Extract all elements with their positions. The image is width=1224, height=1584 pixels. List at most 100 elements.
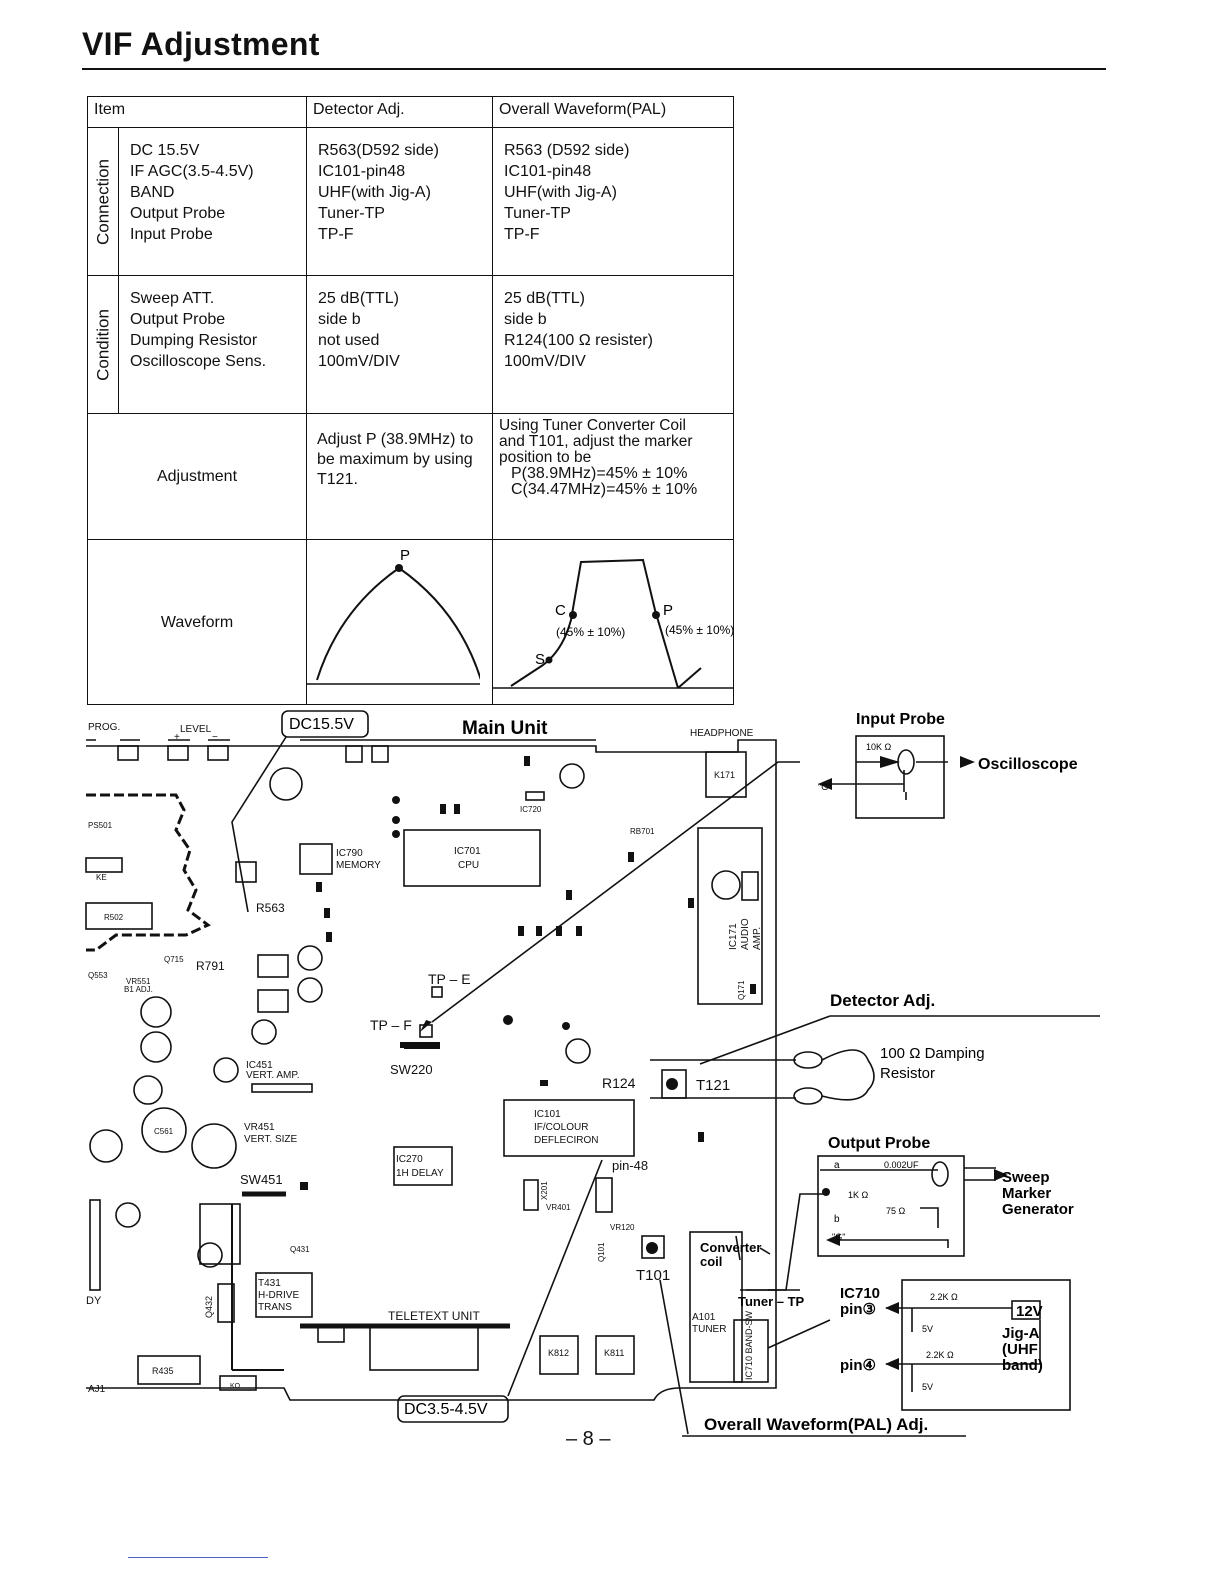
- ic451-label: IC451: [246, 1060, 273, 1071]
- ic171-amp: AMP.: [752, 927, 763, 950]
- header-item: Item: [87, 96, 307, 128]
- jig-a-label: Jig-A: [1002, 1325, 1040, 1342]
- jig-z2: 5V: [922, 1382, 933, 1392]
- pin48-label: pin-48: [612, 1158, 648, 1173]
- overall-c-marker: [569, 611, 577, 619]
- level-plus: +: [174, 732, 180, 743]
- q431-label: Q431: [290, 1245, 310, 1254]
- header-detector: Detector Adj.: [306, 96, 493, 128]
- q101-label: Q101: [597, 1242, 606, 1262]
- jig-pin4: pin④: [840, 1357, 876, 1374]
- converter-label: Converter: [700, 1240, 761, 1255]
- ic270-label: IC270: [396, 1154, 423, 1165]
- damping-label: 100 Ω Damping: [880, 1045, 985, 1062]
- damping-resistor: Resistor: [880, 1065, 935, 1082]
- header-overall: Overall Waveform(PAL): [492, 96, 734, 128]
- page-number: – 8 –: [566, 1428, 611, 1450]
- jig-uhf: (UHF: [1002, 1341, 1038, 1358]
- detector-p-label: P: [400, 547, 410, 564]
- detector-curve: [316, 566, 482, 681]
- output-probe-b: b: [834, 1214, 840, 1225]
- detector-adj-label: Detector Adj.: [830, 991, 935, 1010]
- generator-label: Generator: [1002, 1201, 1074, 1218]
- overall-curve: [510, 558, 679, 689]
- output-probe-ground: "G": [832, 1232, 845, 1242]
- page-title: VIF Adjustment: [82, 26, 320, 62]
- q171-label: Q171: [737, 980, 746, 1000]
- vr120-label: VR120: [610, 1223, 635, 1232]
- condition-label: Condition: [87, 275, 119, 414]
- k811-label: K811: [604, 1348, 624, 1358]
- x201-label: X201: [540, 1181, 549, 1200]
- jig-z1: 5V: [922, 1324, 933, 1334]
- waveform-detector: P: [306, 539, 493, 705]
- marker-label: Marker: [1002, 1185, 1051, 1202]
- input-probe-ground: "G": [818, 782, 831, 792]
- t101-label: T101: [636, 1267, 670, 1284]
- r502-label: R502: [104, 913, 124, 922]
- level-label: LEVEL: [180, 724, 212, 735]
- adjustment-label: Adjustment: [87, 413, 307, 540]
- aj1-label: AJ1: [88, 1384, 106, 1395]
- connection-label: Connection: [87, 127, 119, 276]
- ic720-label: IC720: [520, 805, 542, 814]
- headphone-label: HEADPHONE: [690, 728, 754, 739]
- overall-s-label: S: [535, 651, 545, 668]
- q715-label: Q715: [164, 955, 184, 964]
- q432-label: Q432: [204, 1296, 214, 1318]
- ic101-label: IC101: [534, 1109, 561, 1120]
- sw220-label: SW220: [390, 1062, 433, 1077]
- footer-rule: [128, 1557, 268, 1558]
- jig-r2: 2.2K Ω: [926, 1350, 954, 1360]
- ic790-memory: MEMORY: [336, 860, 381, 871]
- vr451-size: VERT. SIZE: [244, 1134, 297, 1145]
- tpe-label: TP – E: [428, 971, 471, 987]
- a101-tuner: TUNER: [692, 1324, 726, 1335]
- k171-label: K171: [714, 770, 735, 780]
- t431-label: T431: [258, 1278, 281, 1289]
- output-probe-title: Output Probe: [828, 1135, 930, 1152]
- detector-p-marker: [395, 564, 403, 572]
- jig-band: band): [1002, 1357, 1043, 1374]
- ic171-audio: AUDIO: [740, 918, 751, 950]
- overall-p-label: P: [663, 602, 673, 619]
- c561-label: C561: [154, 1127, 174, 1136]
- output-probe-r2: 75 Ω: [886, 1206, 906, 1216]
- tpf-label: TP – F: [370, 1017, 412, 1033]
- sw451-label: SW451: [240, 1172, 283, 1187]
- teletext-label: TELETEXT UNIT: [388, 1309, 480, 1323]
- jig-ic710: IC710: [840, 1285, 880, 1302]
- vr401-label: VR401: [546, 1203, 571, 1212]
- output-probe-a: a: [834, 1160, 840, 1171]
- tuner-tp-label: Tuner – TP: [738, 1294, 805, 1309]
- ic701-cpu: CPU: [458, 860, 479, 871]
- jig-r1: 2.2K Ω: [930, 1292, 958, 1302]
- ic101-if: IF/COLOUR: [534, 1122, 588, 1133]
- title-rule: [82, 68, 1106, 70]
- rb701-label: RB701: [630, 827, 655, 836]
- waveform-label: Waveform: [87, 539, 307, 705]
- main-unit-label: Main Unit: [462, 718, 548, 739]
- t431-hdrive: H-DRIVE: [258, 1290, 299, 1301]
- ic451-vert: VERT. AMP.: [246, 1070, 300, 1081]
- ps501-label: PS501: [88, 821, 113, 830]
- ko-label: KO: [230, 1383, 241, 1390]
- r435-label: R435: [152, 1366, 174, 1376]
- input-probe-resistor: 10K Ω: [866, 742, 892, 752]
- output-probe-r1: 1K Ω: [848, 1190, 869, 1200]
- ke-label: KE: [96, 873, 107, 882]
- main-unit-schematic: PROG. LEVEL + − HEADPHONE K171 IC720 RB7…: [85, 710, 1100, 1437]
- overall-s-marker: [545, 656, 553, 664]
- jig-12v: 12V: [1016, 1303, 1043, 1320]
- vr451-label: VR451: [244, 1122, 275, 1133]
- converter-coil: coil: [700, 1254, 722, 1269]
- sweep-label: Sweep: [1002, 1169, 1050, 1186]
- jig-pin3: pin③: [840, 1301, 876, 1318]
- ic270-delay: 1H DELAY: [396, 1168, 444, 1179]
